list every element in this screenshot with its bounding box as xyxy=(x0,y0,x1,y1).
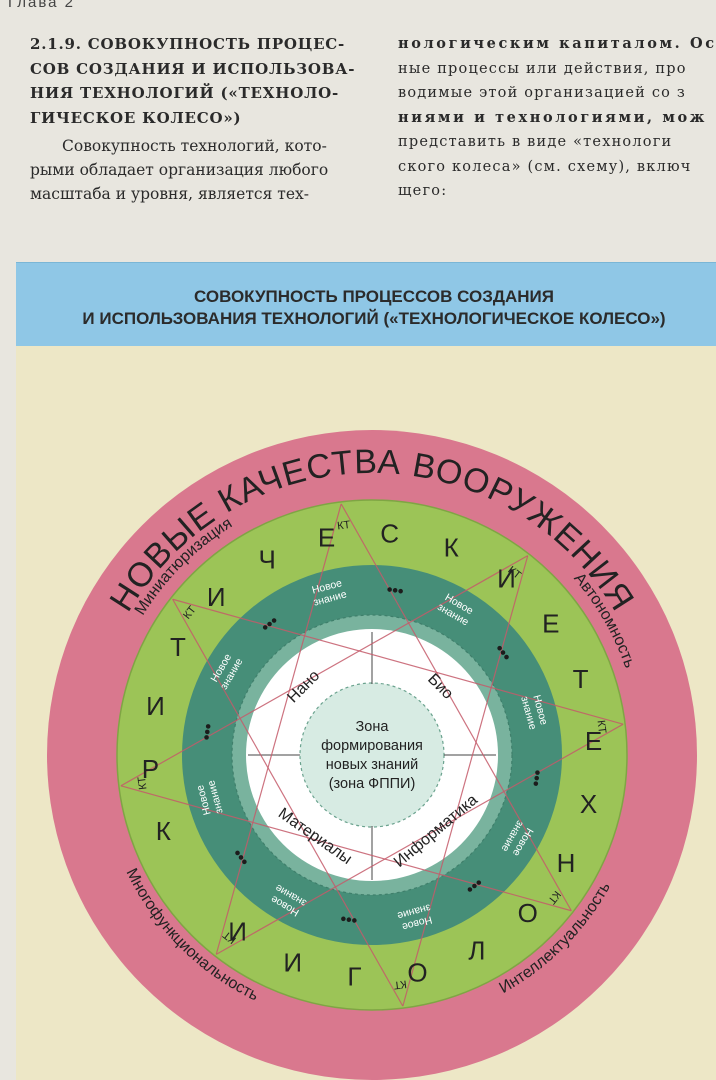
critical-tech-letter: И xyxy=(497,563,516,593)
kt-label: КТ xyxy=(136,776,150,791)
body-line: водимые этой организацией со з xyxy=(398,85,686,101)
critical-tech-letter: Р xyxy=(142,754,159,784)
body-line: щего: xyxy=(398,183,448,199)
center-zone-text: формирования xyxy=(321,738,423,754)
body-line: ные процессы или действия, про xyxy=(398,60,687,77)
dots-marker: ••• xyxy=(386,582,405,601)
heading-line: НИЯ ТЕХНОЛОГИЙ («ТЕХНОЛО- xyxy=(30,84,340,102)
center-zone xyxy=(299,682,445,828)
kt-star-line xyxy=(402,555,529,1007)
body-line: рыми обладает организация любого xyxy=(30,161,329,179)
body-line: ского колеса» (см. схему), включ xyxy=(398,158,692,175)
kt-star-line xyxy=(215,503,342,955)
critical-tech-letter: Ч xyxy=(258,544,275,574)
heading-line: 2.1.9. СОВОКУПНОСТЬ ПРОЦЕС- xyxy=(30,35,346,53)
kt-star-line xyxy=(120,555,529,787)
center-zone-text: (зона ФППИ) xyxy=(329,776,416,792)
critical-tech-letter: И xyxy=(207,582,226,612)
kt-star-line xyxy=(120,785,572,912)
critical-tech-letter: Н xyxy=(557,848,576,878)
critical-tech-letter: Т xyxy=(170,632,186,662)
critical-tech-letter: И xyxy=(283,947,302,977)
critical-tech-letter: Е xyxy=(542,608,559,638)
body-line: представить в виде «технологи xyxy=(398,134,673,150)
kt-star-line xyxy=(172,598,404,1007)
banner-title-line-2: И ИСПОЛЬЗОВАНИЯ ТЕХНОЛОГИЙ («ТЕХНОЛОГИЧЕ… xyxy=(82,309,666,328)
critical-tech-letter: Х xyxy=(580,789,597,819)
body-line: ниями и технологиями, мож xyxy=(398,108,708,126)
kt-label: КТ xyxy=(393,978,408,992)
critical-tech-letter: И xyxy=(228,917,247,947)
dots-marker: ••• xyxy=(526,769,545,788)
diagram-banner: СОВОКУПНОСТЬ ПРОЦЕССОВ СОЗДАНИЯ И ИСПОЛЬ… xyxy=(16,262,716,347)
critical-tech-letter: К xyxy=(156,816,171,846)
body-line: Совокупность технологий, кото- xyxy=(62,137,327,155)
dots-marker: ••• xyxy=(339,909,358,928)
center-zone-text: новых знаний xyxy=(326,757,418,773)
new-knowledge-label: Новоезнание xyxy=(194,779,226,818)
left-column: 2.1.9. СОВОКУПНОСТЬ ПРОЦЕС- СОВ СОЗДАНИЯ… xyxy=(30,32,370,206)
kt-star-line xyxy=(340,503,572,912)
section-heading: 2.1.9. СОВОКУПНОСТЬ ПРОЦЕС- СОВ СОЗДАНИЯ… xyxy=(30,32,370,130)
kt-label: КТ xyxy=(595,720,609,735)
center-zone-text: Зона xyxy=(356,719,390,735)
left-body: Совокупность технологий, кото- рыми обла… xyxy=(30,134,370,206)
critical-tech-letter: О xyxy=(407,957,427,987)
right-column: нологическим капиталом. Осн ные процессы… xyxy=(398,32,716,204)
critical-tech-letter: Т xyxy=(573,664,589,694)
heading-line: СОВ СОЗДАНИЯ И ИСПОЛЬЗОВА- xyxy=(30,59,356,78)
kt-star-line xyxy=(172,598,624,725)
critical-tech-letter: О xyxy=(518,898,538,928)
critical-tech-letter: С xyxy=(380,519,399,549)
critical-tech-letter: Е xyxy=(318,523,335,553)
body-line: нологическим капиталом. Осн xyxy=(398,35,716,52)
chapter-label: Глава 2 xyxy=(8,0,76,11)
banner-title-line-1: СОВОКУПНОСТЬ ПРОЦЕССОВ СОЗДАНИЯ xyxy=(194,287,554,306)
critical-tech-letter: Г xyxy=(347,961,361,991)
kt-label: КТ xyxy=(337,519,352,533)
critical-tech-letter: Е xyxy=(585,726,602,756)
critical-tech-letter: Л xyxy=(468,936,485,966)
kt-star-line xyxy=(215,723,624,955)
heading-line: ГИЧЕСКОЕ КОЛЕСО») xyxy=(30,108,242,127)
critical-tech-letter: К xyxy=(444,533,459,563)
critical-tech-letter: И xyxy=(146,691,165,721)
dots-marker: ••• xyxy=(199,722,218,741)
body-line: масштаба и уровня, является тех- xyxy=(30,185,310,203)
